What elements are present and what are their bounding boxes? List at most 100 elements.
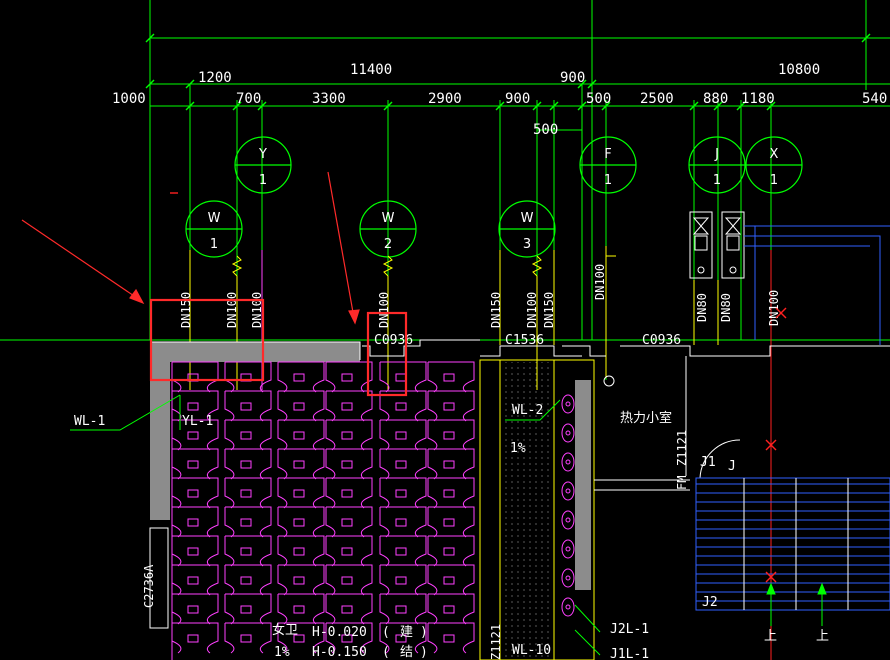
stall-partition [224, 506, 272, 538]
toilet-fixture [395, 518, 407, 527]
sink-basin [561, 510, 575, 530]
toilet-fixture [293, 547, 305, 556]
dim-1180: 1180 [741, 91, 775, 107]
toilet-fixture [443, 547, 455, 556]
toilet-fixture [341, 373, 353, 382]
highlight-box-center [366, 311, 408, 397]
bubble-y1-number: 1 [259, 173, 267, 188]
stall-partition [325, 361, 373, 393]
dimension-ticks [145, 33, 871, 111]
tag-c2736a: C2736A [142, 564, 156, 608]
tag-j1: J1 [700, 455, 716, 470]
stall-partition [277, 419, 325, 451]
highlight-annotations [149, 298, 408, 397]
toilet-fixture [395, 431, 407, 440]
stall-partition [224, 535, 272, 567]
toilet-fixture [240, 431, 252, 440]
bubble-j1-number: 1 [713, 173, 721, 188]
toilet-fixture [341, 489, 353, 498]
toilet-fixture [240, 576, 252, 585]
sink-basin [561, 539, 575, 559]
toilet-fixture [293, 402, 305, 411]
pipe-label-dn100-f: DN100 [767, 290, 781, 326]
toilet-fixture [187, 489, 199, 498]
stall-partition [224, 622, 272, 654]
toilet-fixture [395, 489, 407, 498]
paren-open-b: ( [382, 645, 390, 660]
paren-close-a: ) [420, 625, 428, 640]
bubble-w2-number: 2 [384, 237, 392, 252]
dim-500: 500 [586, 91, 611, 107]
dim-1000: 1000 [112, 91, 146, 107]
bubble-w3-letter: W [521, 211, 534, 226]
paren-open-a: ( [382, 625, 390, 640]
sink-drain [565, 517, 571, 523]
highlight-box-left [149, 298, 265, 382]
sink-basin [561, 481, 575, 501]
elevation-struct-tag: 结 [400, 645, 413, 660]
tag-z1121b: Z1121 [489, 624, 503, 660]
sink-drain [565, 488, 571, 494]
toilet-fixture [341, 605, 353, 614]
toilet-fixture [341, 576, 353, 585]
pipe-label-dn100-e: DN100 [593, 264, 607, 300]
bubble-w1-letter: W [208, 211, 221, 226]
stall-partition [379, 564, 427, 596]
toilet-fixture [240, 547, 252, 556]
arrow-to-left-box [21, 219, 141, 301]
dim-700: 700 [236, 91, 261, 107]
stall-partition [224, 419, 272, 451]
valve-symbols [689, 211, 745, 279]
dim-mid-1200: 1200 [198, 70, 232, 86]
dimension-lines [0, 0, 890, 380]
stall-partition [325, 622, 373, 654]
toilet-fixture [187, 547, 199, 556]
tag-j2l1: J2L-1 [610, 622, 649, 637]
stall-partition [171, 622, 219, 654]
dim-540: 540 [862, 91, 887, 107]
tag-j: J [728, 459, 736, 474]
toilet-fixture [187, 460, 199, 469]
toilet-fixture [341, 431, 353, 440]
toilet-fixture [187, 634, 199, 643]
dim-top-10800: 10800 [778, 62, 820, 78]
stair-outline [695, 477, 890, 611]
stall-partition [427, 361, 475, 393]
bubble-x1-number: 1 [770, 173, 778, 188]
toilet-fixture [443, 518, 455, 527]
stair-up-2: 上 [816, 629, 829, 644]
stall-partition [224, 564, 272, 596]
stall-partition [427, 535, 475, 567]
stall-partition [224, 361, 272, 393]
stall-partition [427, 622, 475, 654]
toilet-fixture [443, 489, 455, 498]
riser-bubble-labels: Y 1 F 1 J 1 X 1 W 1 W 2 W 3 [208, 147, 779, 252]
cross-marks [170, 192, 787, 583]
pipe-label-dn100-b: DN100 [250, 292, 264, 328]
stall-partition [379, 593, 427, 625]
toilet-fixture [443, 605, 455, 614]
toilet-fixture [293, 489, 305, 498]
toilet-fixture [187, 576, 199, 585]
tag-fm: FM [675, 476, 689, 490]
toilet-fixture [240, 634, 252, 643]
stall-partition [379, 448, 427, 480]
room-label-heat-chamber: 热力小室 [620, 410, 672, 426]
stall-partition [379, 419, 427, 451]
stall-partition [379, 535, 427, 567]
toilet-fixture [293, 518, 305, 527]
toilet-fixture [443, 373, 455, 382]
pipe-label-dn150-a: DN150 [179, 292, 193, 328]
stall-partition [325, 535, 373, 567]
pipe-label-dn80-a: DN80 [695, 293, 709, 322]
drain-symbol [603, 375, 615, 387]
break-symbols [231, 246, 616, 277]
toilet-fixture [395, 634, 407, 643]
elevation-struct: H-0.150 [312, 645, 367, 660]
stall-partition [224, 593, 272, 625]
pipe-label-dn80-b: DN80 [719, 293, 733, 322]
stall-partition [277, 535, 325, 567]
stall-partition [277, 622, 325, 654]
